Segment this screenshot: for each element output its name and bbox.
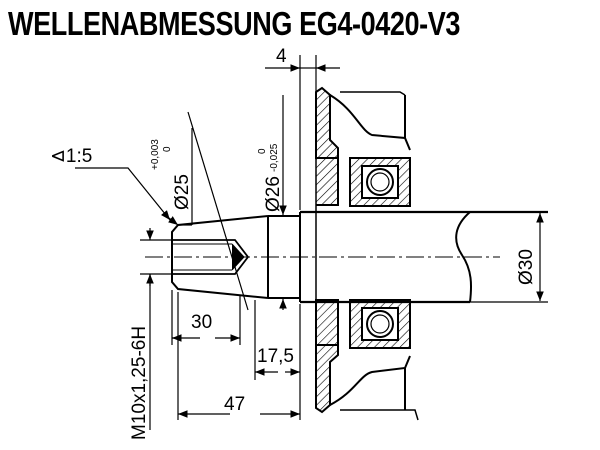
length-47-label: 47 [224,394,245,415]
thread-label: M10x1,25-6H [129,326,150,440]
drawing-title: WELLENABMESSUNG EG4-0420-V3 [8,5,461,42]
taper-label: ⊲1:5 [50,146,92,167]
shaft [145,210,548,304]
upper-bearing [349,157,411,207]
length-17-5-label: 17,5 [257,346,294,367]
diameter-26-tol-lower: -0,025 [269,143,280,172]
length-30-label: 30 [191,312,212,333]
dimension-lines [75,55,548,430]
diameter-25-tol-lower: 0 [162,146,173,152]
flange-width-label: 4 [276,46,287,67]
lower-bearing [349,299,411,349]
diameter-26-tol-upper: 0 [257,148,268,154]
diameter-26-label: Ø26 [263,176,284,212]
diameter-25-label: Ø25 [172,174,193,210]
diameter-25-tol-upper: +0,003 [150,139,161,170]
diameter-30-label: Ø30 [516,249,537,285]
housing-flange [315,86,419,421]
